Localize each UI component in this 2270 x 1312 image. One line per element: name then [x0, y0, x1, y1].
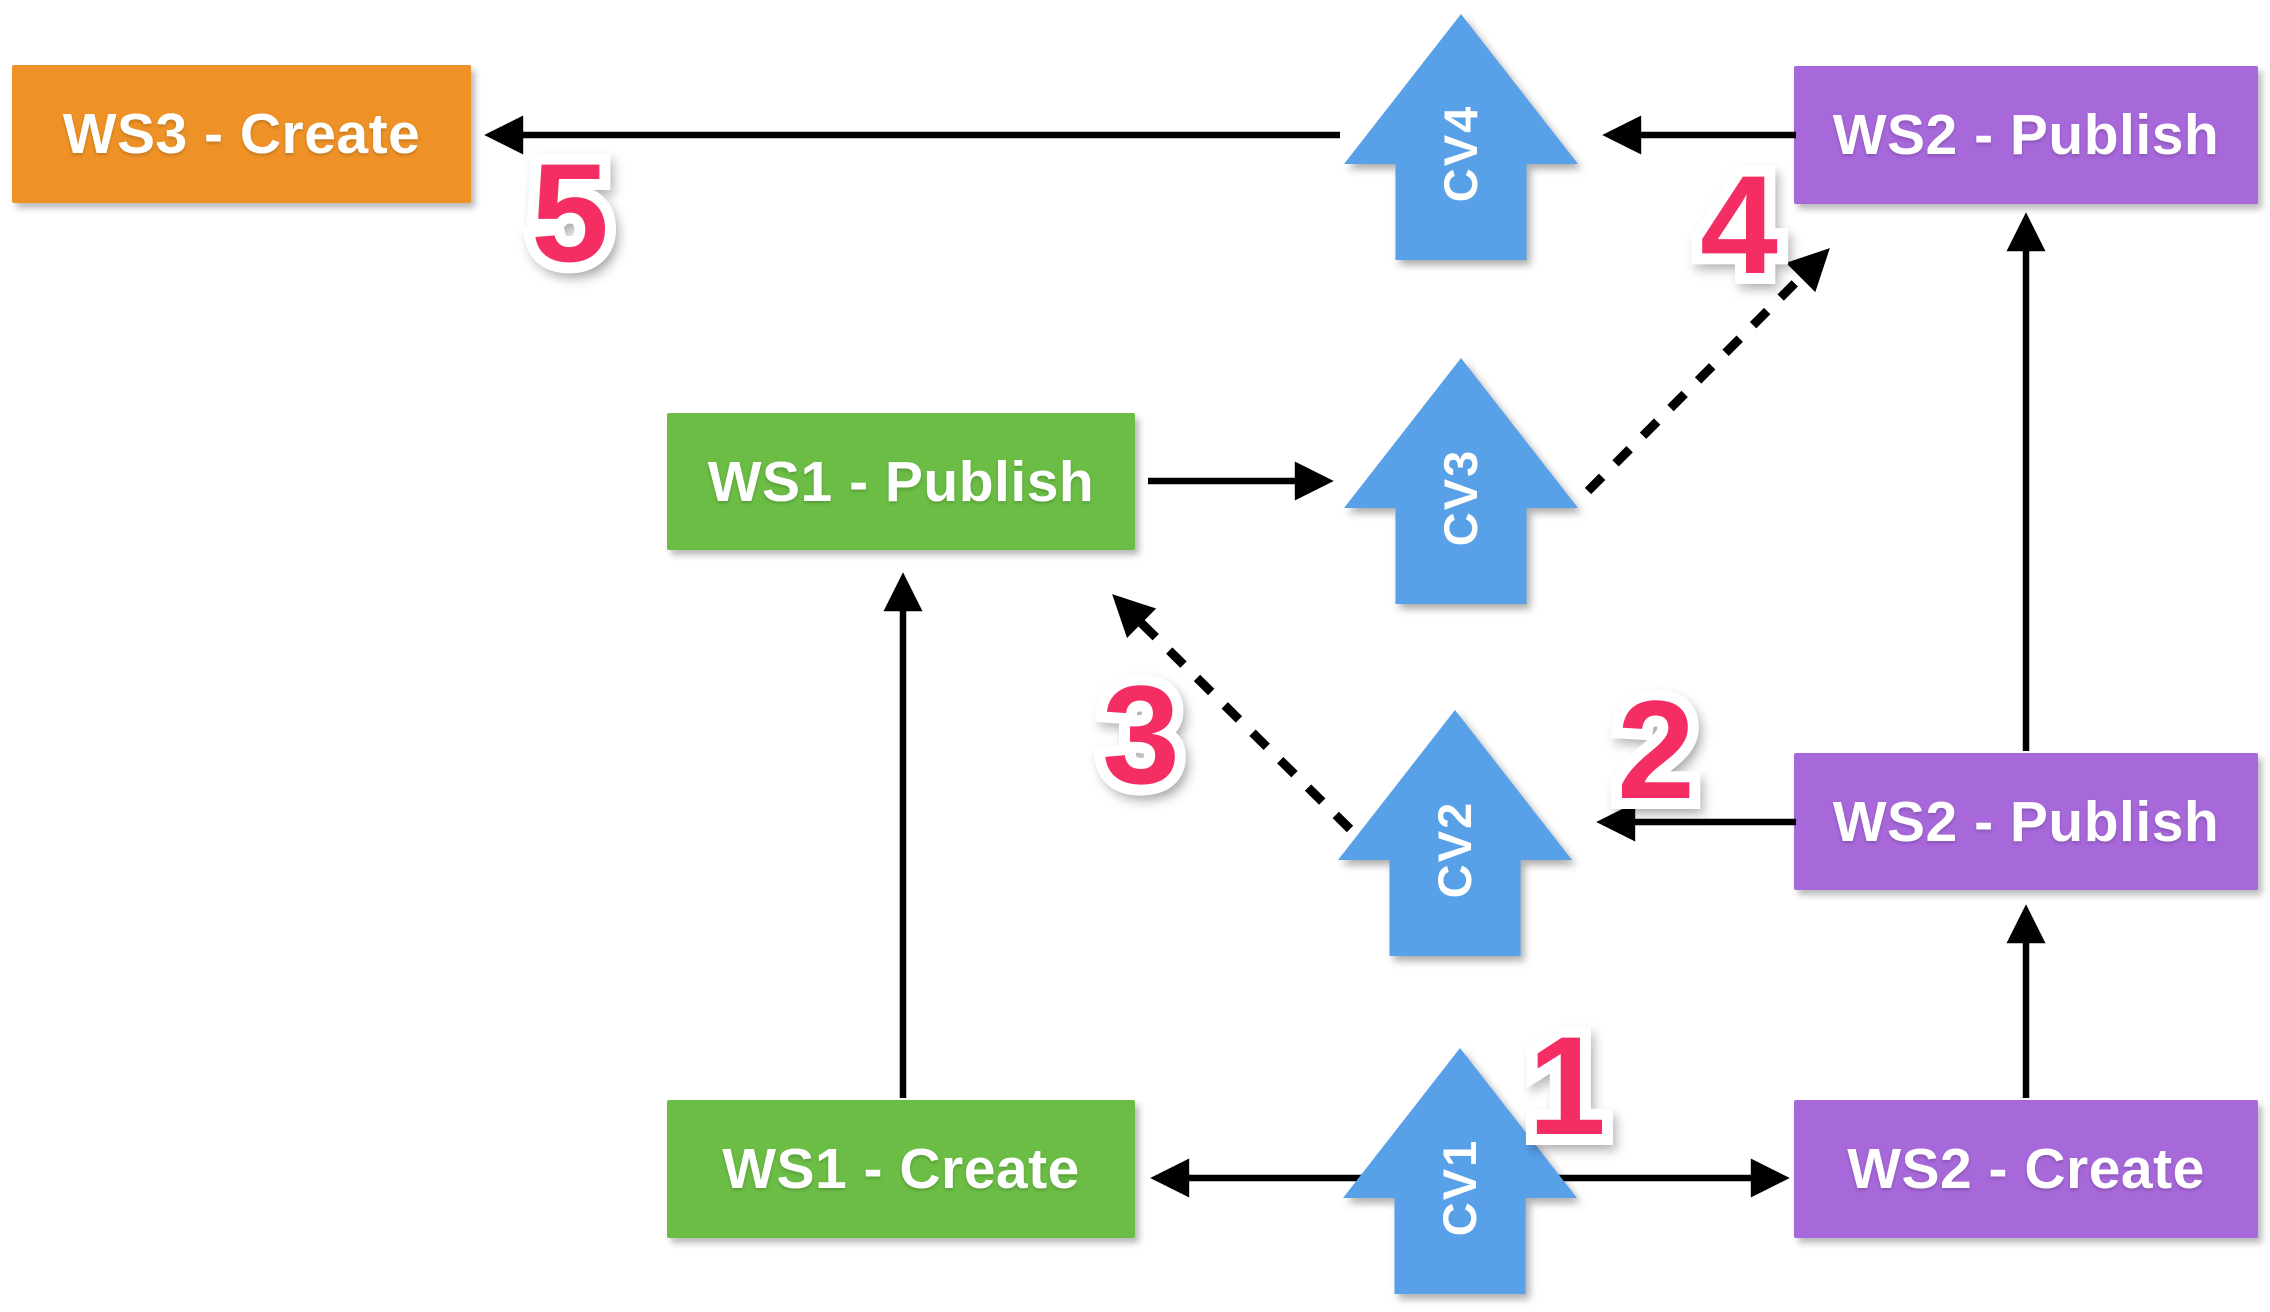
step-number-2-fill: 2 [1617, 671, 1695, 828]
node-ws1-publish: WS1 - Publish [667, 413, 1135, 550]
edge-cv3-to-ws2publish-top-dashed [1584, 248, 1830, 495]
cv3-label: CV3 [1434, 448, 1488, 546]
step-number-4: 4 4 [1689, 144, 1789, 306]
node-ws2-publish-mid-label: WS2 - Publish [1832, 789, 2220, 854]
step-number-1: 1 1 [1517, 1005, 1617, 1167]
step-number-5-outline: 5 [520, 132, 620, 294]
node-ws2-create-label: WS2 - Create [1847, 1137, 2205, 1201]
node-ws2-publish-top-label: WS2 - Publish [1832, 103, 2220, 167]
node-ws2-publish-top: WS2 - Publish [1794, 66, 2258, 204]
node-ws2-publish-mid: WS2 - Publish [1794, 753, 2258, 890]
step-number-5-fill: 5 [531, 134, 609, 291]
cv2-block-arrow-icon: CV2 [1338, 710, 1572, 956]
node-ws1-create-label: WS1 - Create [722, 1137, 1080, 1201]
cv3-block-arrow-icon: CV3 [1344, 358, 1578, 604]
step-number-4-outline: 4 [1689, 144, 1789, 306]
step-number-2: 2 2 [1606, 669, 1706, 831]
cv2-label: CV2 [1428, 800, 1482, 898]
node-ws1-publish-label: WS1 - Publish [707, 449, 1095, 514]
node-ws1-create: WS1 - Create [667, 1100, 1135, 1238]
step-number-4-fill: 4 [1700, 146, 1778, 303]
step-number-3: 3 3 [1091, 654, 1191, 816]
step-number-1-fill: 1 [1528, 1007, 1606, 1164]
step-number-3-fill: 3 [1102, 656, 1180, 813]
cv1-block-arrow-icon: CV1 [1343, 1048, 1577, 1294]
cv4-arrow-shape: CV4 [1344, 14, 1578, 260]
node-ws2-create: WS2 - Create [1794, 1100, 2258, 1238]
cv2-arrow-shape: CV2 [1338, 710, 1572, 956]
step-number-3-outline: 3 [1091, 654, 1191, 816]
step-number-1-outline: 1 [1517, 1005, 1617, 1167]
cv4-block-arrow-icon: CV4 [1344, 14, 1578, 260]
step-number-5: 5 5 [520, 132, 620, 294]
cv4-label: CV4 [1434, 104, 1488, 202]
edge-cv2-to-ws1publish-dashed [1112, 594, 1354, 833]
node-ws3-create: WS3 - Create [12, 65, 471, 203]
cv1-label: CV1 [1433, 1138, 1487, 1236]
cv3-arrow-shape: CV3 [1344, 358, 1578, 604]
node-ws3-create-label: WS3 - Create [62, 102, 421, 166]
